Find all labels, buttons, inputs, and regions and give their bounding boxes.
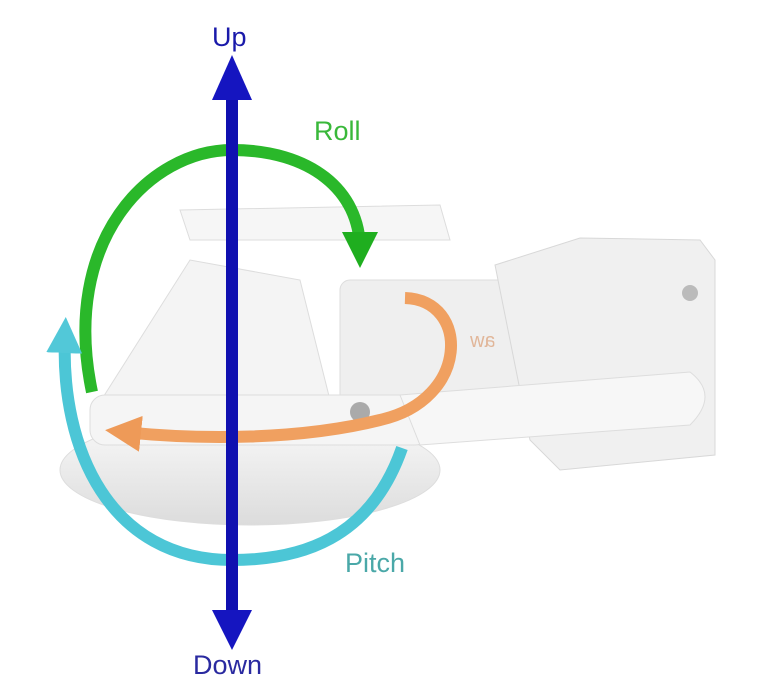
down-arrowhead	[212, 610, 252, 650]
pitch-label: Pitch	[345, 548, 406, 578]
pitch-arrow	[46, 317, 408, 567]
device-body	[59, 204, 716, 526]
up-arrowhead	[212, 55, 252, 100]
down-label: Down	[193, 650, 263, 680]
roll-arrow	[79, 143, 378, 394]
roll-label: Roll	[314, 116, 361, 146]
yaw-arrow	[105, 292, 457, 452]
up-label: Up	[212, 22, 247, 52]
